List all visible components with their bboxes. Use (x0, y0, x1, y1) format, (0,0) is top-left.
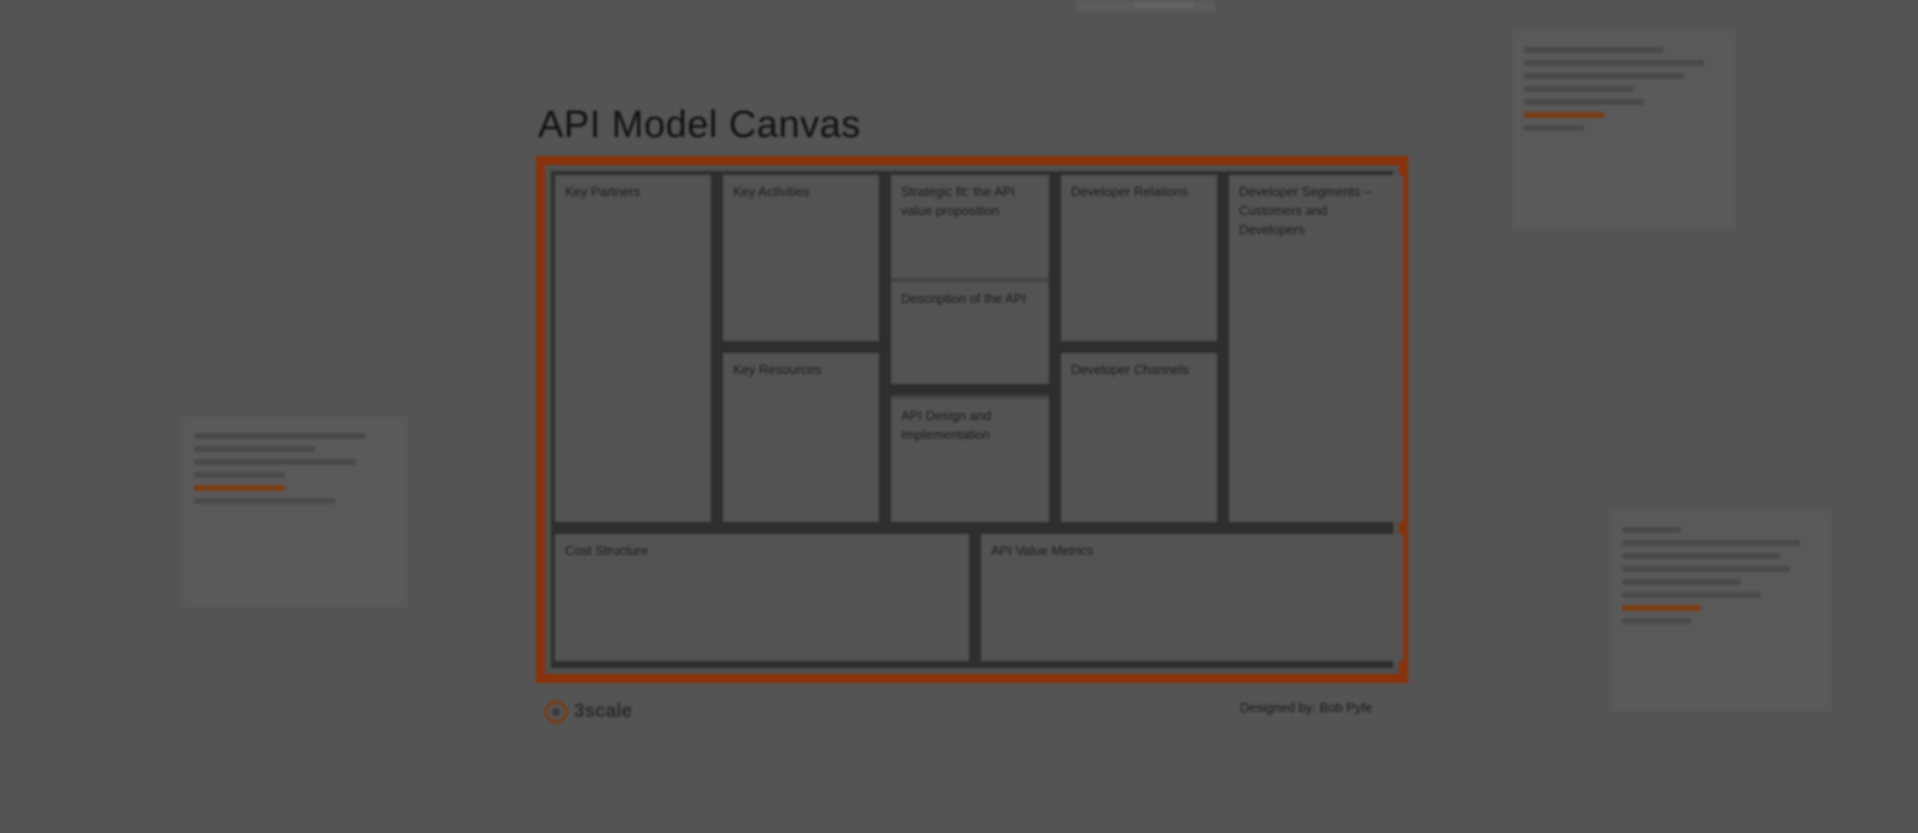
cell-key-partners[interactable]: Key Partners (555, 175, 711, 522)
canvas-grid: Key Partners Key Activities Key Resource… (551, 171, 1403, 668)
cell-label: API Design and Implementation (901, 408, 992, 442)
cell-value-description[interactable]: Description of the API (891, 278, 1049, 384)
cell-label: Developer Channels (1071, 362, 1189, 377)
cell-label: Developer Relations (1071, 184, 1189, 199)
cell-revenue-streams[interactable]: API Value Metrics (981, 534, 1403, 661)
cell-label: Cost Structure (565, 543, 649, 558)
cell-label: API Value Metrics (991, 543, 1094, 558)
cell-label: Developer Segments – Customers and Devel… (1239, 184, 1372, 237)
note-card-right-top (1512, 30, 1736, 230)
canvas-frame: Key Partners Key Activities Key Resource… (536, 156, 1408, 683)
cell-key-activities[interactable]: Key Activities (723, 175, 879, 341)
cell-label: Strategic fit: the API value proposition (901, 184, 1016, 218)
cell-customer-segments[interactable]: Developer Segments – Customers and Devel… (1229, 175, 1403, 522)
canvas-title: API Model Canvas (538, 104, 861, 146)
designer-credit: Designed by: Bob Pyfe (1240, 700, 1373, 715)
3scale-logo-icon (544, 700, 568, 724)
cell-label: Key Resources (733, 362, 822, 377)
cell-value-design[interactable]: API Design and Implementation (891, 395, 1049, 522)
cell-customer-relationships[interactable]: Developer Relations (1061, 175, 1217, 341)
cell-label: Description of the API (901, 291, 1027, 306)
cell-value-strategic-fit[interactable]: Strategic fit: the API value proposition (891, 175, 1049, 278)
note-card-right-bottom (1610, 510, 1832, 712)
cell-label: Key Activities (733, 184, 810, 199)
cell-cost-structure[interactable]: Cost Structure (555, 534, 969, 661)
brand: 3scale (544, 700, 632, 724)
brand-name: 3scale (574, 701, 633, 722)
note-card-left (182, 416, 408, 608)
cell-key-resources[interactable]: Key Resources (723, 353, 879, 522)
cell-label: Key Partners (565, 184, 641, 199)
top-tab (1076, 0, 1216, 12)
cell-channels[interactable]: Developer Channels (1061, 353, 1217, 522)
